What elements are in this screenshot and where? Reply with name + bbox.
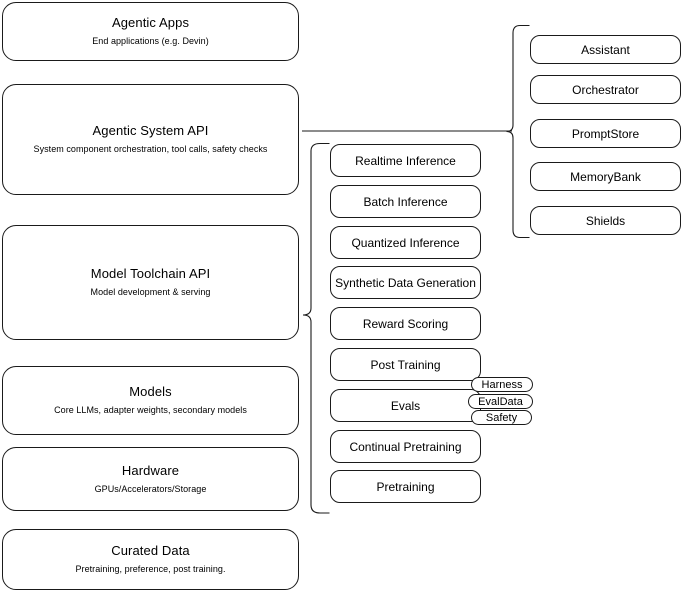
layer-subtitle: System component orchestration, tool cal… (33, 144, 268, 154)
agentic-item-label: Orchestrator (572, 82, 639, 97)
layer-subtitle: Model development & serving (90, 287, 211, 297)
toolchain-bracket (302, 142, 330, 514)
agentic-item-memorybank[interactable]: MemoryBank (530, 162, 681, 191)
agentic-item-promptstore[interactable]: PromptStore (530, 119, 681, 148)
layer-subtitle: Core LLMs, adapter weights, secondary mo… (54, 405, 247, 415)
toolchain-item-label: Evals (390, 398, 421, 413)
toolchain-item-batch-inference[interactable]: Batch Inference (330, 185, 481, 218)
agentic-item-label: Shields (585, 213, 626, 228)
eval-chip-safety[interactable]: Safety (471, 410, 532, 425)
layer-curated-data[interactable]: Curated Data Pretraining, preference, po… (2, 529, 299, 590)
eval-chip-label: EvalData (478, 395, 523, 408)
toolchain-item-quantized-inference[interactable]: Quantized Inference (330, 226, 481, 259)
agentic-item-assistant[interactable]: Assistant (530, 35, 681, 64)
layer-title: Model Toolchain API (90, 266, 211, 281)
eval-chip-harness[interactable]: Harness (471, 377, 533, 392)
agentic-item-label: PromptStore (571, 126, 640, 141)
agentic-bracket (506, 24, 530, 239)
toolchain-item-reward-scoring[interactable]: Reward Scoring (330, 307, 481, 340)
layer-agentic-system-api[interactable]: Agentic System API System component orch… (2, 84, 299, 195)
layer-title: Agentic Apps (111, 15, 190, 30)
layer-subtitle: End applications (e.g. Devin) (92, 36, 209, 46)
eval-chip-label: Safety (485, 411, 518, 424)
agentic-item-orchestrator[interactable]: Orchestrator (530, 75, 681, 104)
eval-chip-evaldata[interactable]: EvalData (468, 394, 533, 409)
toolchain-item-label: Pretraining (376, 479, 435, 494)
layer-model-toolchain-api[interactable]: Model Toolchain API Model development & … (2, 225, 299, 340)
toolchain-item-evals[interactable]: Evals (330, 389, 481, 422)
layer-agentic-apps[interactable]: Agentic Apps End applications (e.g. Devi… (2, 2, 299, 61)
toolchain-item-label: Continual Pretraining (349, 439, 462, 454)
layer-hardware[interactable]: Hardware GPUs/Accelerators/Storage (2, 447, 299, 511)
toolchain-item-label: Post Training (370, 357, 441, 372)
layer-title: Hardware (121, 462, 180, 478)
toolchain-item-continual-pretraining[interactable]: Continual Pretraining (330, 430, 481, 463)
toolchain-item-realtime-inference[interactable]: Realtime Inference (330, 144, 481, 177)
agentic-item-label: Assistant (581, 42, 630, 57)
toolchain-item-label: Quantized Inference (351, 235, 460, 250)
layer-title: Agentic System API (92, 123, 209, 138)
toolchain-item-pretraining[interactable]: Pretraining (330, 470, 481, 503)
eval-chip-label: Harness (481, 378, 523, 391)
toolchain-item-label: Synthetic Data Generation (335, 275, 476, 290)
layer-title: Curated Data (111, 543, 190, 558)
toolchain-item-post-training[interactable]: Post Training (330, 348, 481, 381)
layer-models[interactable]: Models Core LLMs, adapter weights, secon… (2, 366, 299, 435)
agentic-item-label: MemoryBank (570, 169, 641, 184)
toolchain-item-synthetic-data-generation[interactable]: Synthetic Data Generation (330, 266, 481, 299)
toolchain-item-label: Batch Inference (363, 194, 448, 209)
toolchain-item-label: Realtime Inference (355, 153, 456, 168)
layer-subtitle: GPUs/Accelerators/Storage (94, 483, 207, 494)
layer-title: Models (129, 384, 172, 399)
toolchain-item-label: Reward Scoring (362, 316, 449, 331)
agentic-item-shields[interactable]: Shields (530, 206, 681, 235)
layer-subtitle: Pretraining, preference, post training. (75, 564, 226, 574)
